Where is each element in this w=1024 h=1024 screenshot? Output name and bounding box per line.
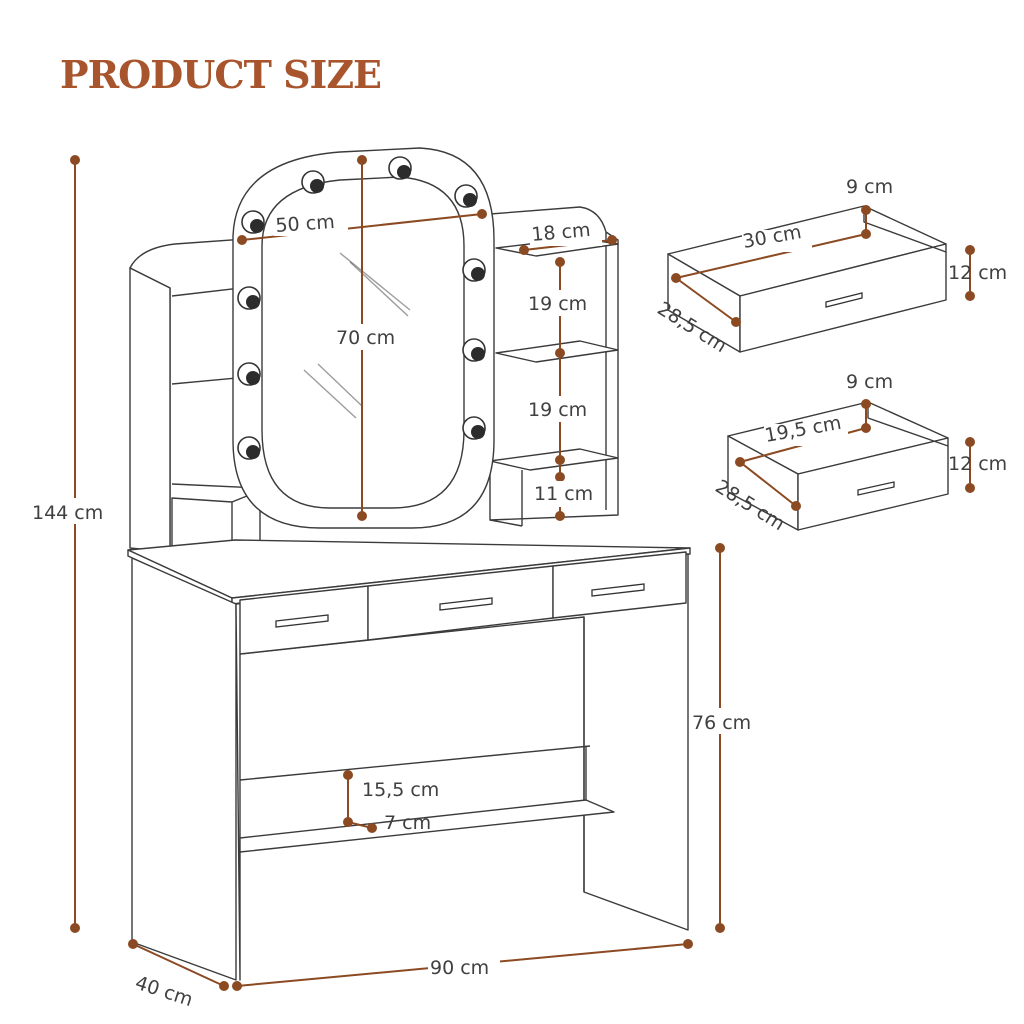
bulb-icon: [237, 362, 261, 386]
dimension-lines: [70, 155, 975, 991]
dimension-labels: 144 cm 76 cm 90 cm 40 cm 50 cm 70 cm 18 …: [30, 176, 1007, 1011]
bulb-icon: [237, 286, 261, 310]
label-shelf-gap-1: 19 cm: [528, 293, 587, 315]
drawer-handle: [591, 583, 645, 597]
label-mirror-height: 70 cm: [336, 327, 395, 349]
drawer-handle: [439, 597, 493, 611]
bulb-icon: [388, 156, 412, 180]
label-table-height: 76 cm: [692, 712, 751, 734]
right-hutch: [489, 206, 619, 527]
desk: [127, 539, 691, 981]
bulb-icon: [462, 416, 486, 440]
label-drawer2-height: 9 cm: [846, 371, 893, 393]
bulb-icon: [462, 338, 486, 362]
light-bulbs: [237, 156, 486, 460]
bulb-icon: [454, 184, 478, 208]
label-drawer2-front-height: 12 cm: [948, 453, 1007, 475]
label-shelf-gap-3: 11 cm: [534, 483, 593, 505]
bulb-icon: [241, 210, 265, 234]
bulb-icon: [237, 436, 261, 460]
label-drawer1-front-height: 12 cm: [948, 262, 1007, 284]
label-depth: 40 cm: [132, 972, 195, 1011]
drawer-handle: [857, 481, 895, 496]
drawer-handle: [275, 614, 329, 628]
label-bottom-shelf-height: 15,5 cm: [362, 779, 439, 801]
label-shelf-width: 18 cm: [531, 219, 592, 246]
label-shelf-gap-2: 19 cm: [528, 399, 587, 421]
label-drawer1-height: 9 cm: [846, 176, 893, 198]
page-title: PRODUCT SIZE: [60, 52, 382, 97]
bulb-icon: [301, 170, 325, 194]
bulb-icon: [462, 258, 486, 282]
left-hutch: [129, 237, 263, 553]
drawer-handle: [825, 292, 863, 308]
label-width: 90 cm: [430, 957, 489, 979]
label-bottom-shelf-depth: 7 cm: [384, 812, 431, 834]
label-total-height: 144 cm: [32, 502, 103, 524]
label-mirror-width: 50 cm: [275, 211, 336, 237]
